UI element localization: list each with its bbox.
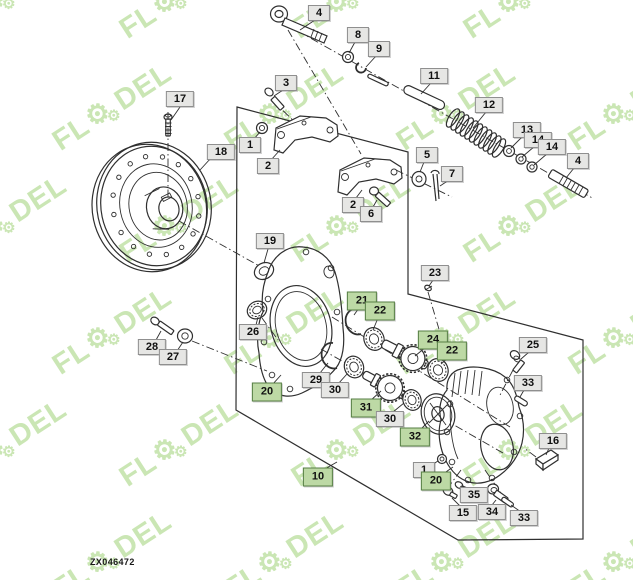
bearing-22a-drawing xyxy=(363,327,385,351)
threaded-rod-4-drawing xyxy=(547,169,589,198)
eyebolt-4-drawing xyxy=(269,5,328,44)
cover-plate-drawing xyxy=(257,246,345,397)
part-callout-18[interactable]: 18 xyxy=(206,144,236,160)
assembly-boundary xyxy=(235,106,584,541)
part-callout-33[interactable]: 33 xyxy=(509,510,539,526)
part-callout-26[interactable]: 26 xyxy=(238,324,268,340)
spring-12-drawing xyxy=(445,108,507,158)
part-callout-3[interactable]: 3 xyxy=(274,75,298,91)
nut-1b-drawing xyxy=(436,453,448,465)
part-callout-32[interactable]: 32 xyxy=(399,427,431,447)
pin-33a-drawing xyxy=(514,395,528,407)
washer-14a-drawing xyxy=(515,153,527,165)
bolt-6-drawing xyxy=(368,186,391,208)
part-callout-4[interactable]: 4 xyxy=(566,153,590,169)
key-16-drawing xyxy=(534,449,560,472)
pin-11-drawing xyxy=(403,85,446,111)
washer-5-drawing xyxy=(411,170,427,188)
part-callout-20[interactable]: 20 xyxy=(251,382,283,402)
bolt-3-drawing xyxy=(264,87,285,111)
image-code: ZX046472 xyxy=(90,557,135,567)
part-callout-14[interactable]: 14 xyxy=(537,139,567,155)
part-callout-10[interactable]: 10 xyxy=(302,467,334,487)
part-callout-30[interactable]: 30 xyxy=(320,382,350,398)
cotter-pin-7-drawing xyxy=(430,169,440,202)
part-callout-19[interactable]: 19 xyxy=(255,233,285,249)
part-callout-12[interactable]: 12 xyxy=(474,97,504,113)
part-callout-9[interactable]: 9 xyxy=(367,41,391,57)
part-callout-31[interactable]: 31 xyxy=(350,398,382,418)
part-callout-1[interactable]: 1 xyxy=(238,137,262,153)
clip-9-drawing xyxy=(355,62,389,87)
part-callout-20[interactable]: 20 xyxy=(420,471,452,491)
seal-19-drawing xyxy=(253,261,275,281)
part-callout-33[interactable]: 33 xyxy=(513,375,543,391)
part-callout-2[interactable]: 2 xyxy=(341,197,365,213)
washer-27-drawing xyxy=(176,328,194,344)
part-callout-7[interactable]: 7 xyxy=(440,166,464,182)
part-callout-35[interactable]: 35 xyxy=(459,487,489,503)
bearing-30a-drawing xyxy=(343,355,365,379)
snap-ring-29-drawing xyxy=(320,342,338,370)
part-callout-8[interactable]: 8 xyxy=(346,27,370,43)
part-callout-2[interactable]: 2 xyxy=(256,158,280,174)
bracket-2b-drawing xyxy=(337,157,403,196)
nut-1-drawing xyxy=(255,121,269,135)
part-callout-22[interactable]: 22 xyxy=(436,341,468,361)
nut-8-drawing xyxy=(341,50,355,64)
bracket-2a-drawing xyxy=(273,115,339,154)
bolt-28-drawing xyxy=(150,316,175,336)
part-callout-16[interactable]: 16 xyxy=(538,433,568,449)
part-callout-11[interactable]: 11 xyxy=(420,68,448,84)
bolt-25-drawing xyxy=(509,349,525,374)
part-callout-34[interactable]: 34 xyxy=(477,504,507,520)
part-callout-30[interactable]: 30 xyxy=(375,411,405,427)
part-callout-6[interactable]: 6 xyxy=(359,206,383,222)
part-callout-23[interactable]: 23 xyxy=(420,265,450,281)
part-callout-4[interactable]: 4 xyxy=(307,5,331,21)
part-callout-25[interactable]: 25 xyxy=(518,337,548,353)
bearing-22b-drawing xyxy=(427,358,449,382)
flywheel-drawing xyxy=(91,141,212,273)
part-callout-15[interactable]: 15 xyxy=(448,505,478,521)
part-callout-17[interactable]: 17 xyxy=(165,91,195,107)
flywheel-bolt-holes xyxy=(110,154,202,258)
part-callout-22[interactable]: 22 xyxy=(364,301,396,321)
washer-13-drawing xyxy=(502,144,516,158)
part-callout-27[interactable]: 27 xyxy=(158,349,188,365)
part-callout-5[interactable]: 5 xyxy=(415,147,439,163)
gear-shaft-31-drawing xyxy=(362,370,417,405)
